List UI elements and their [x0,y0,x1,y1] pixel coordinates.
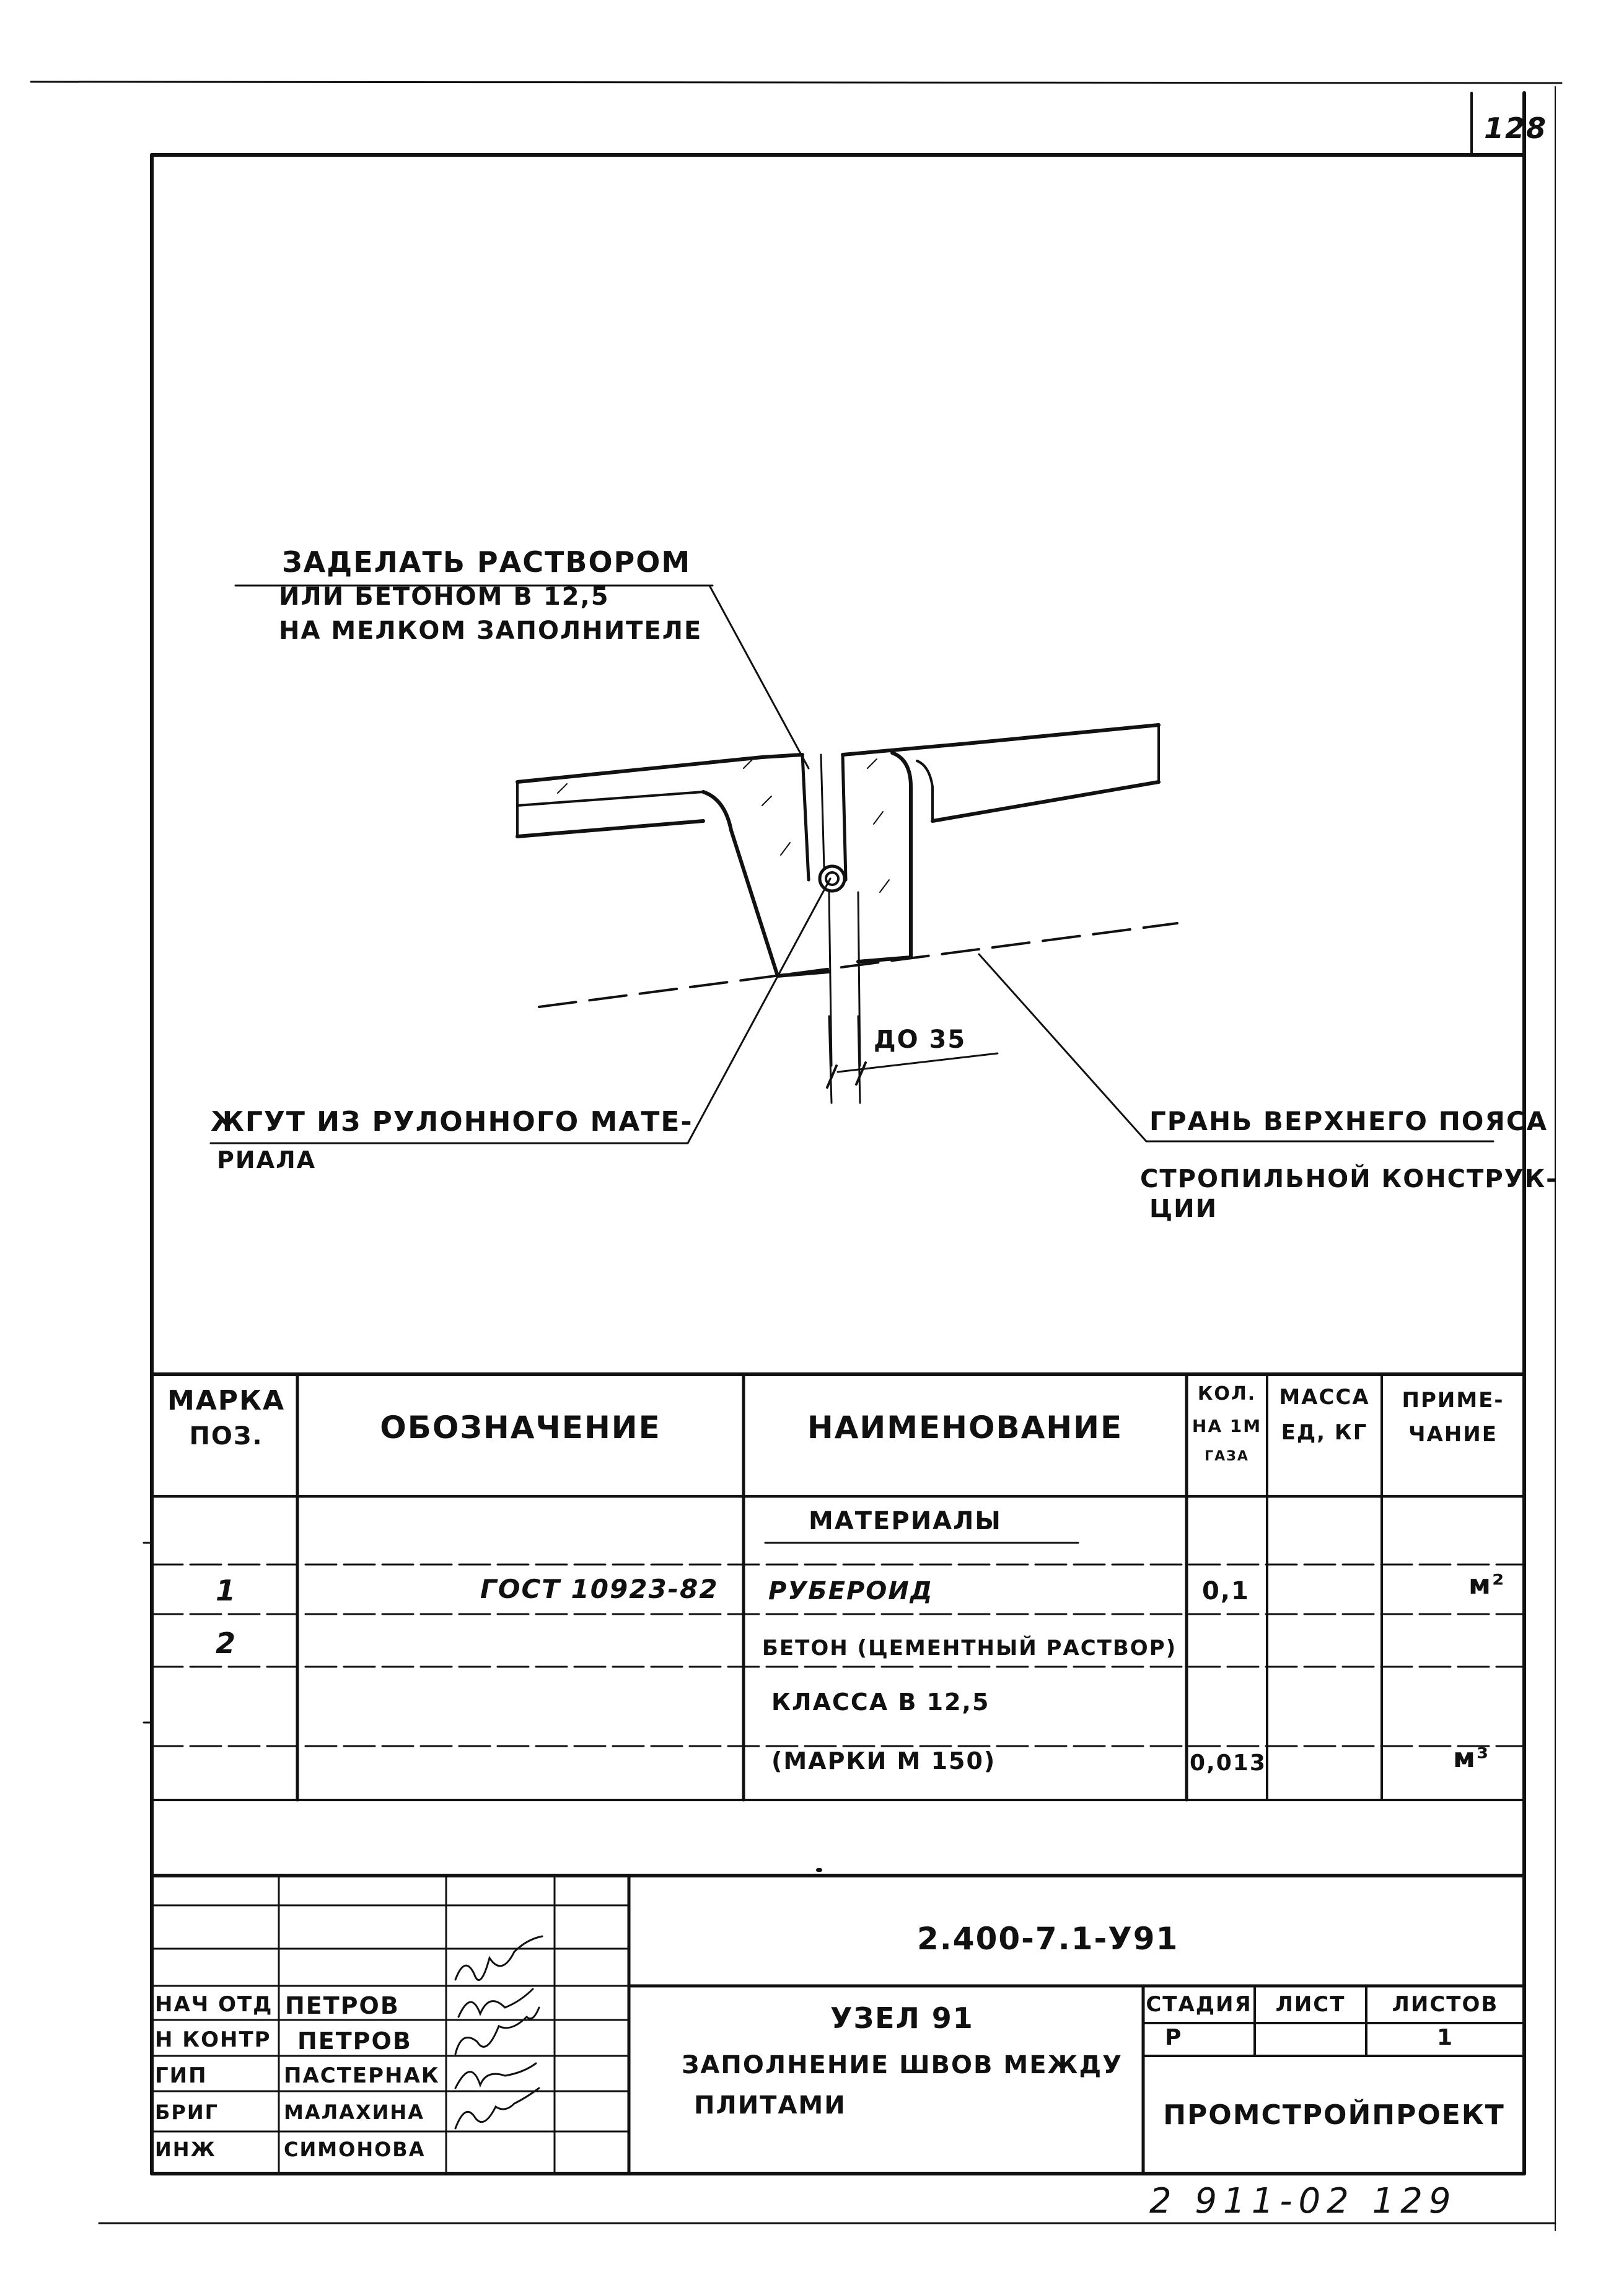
sheets-label: ЛИСТОВ [1392,1992,1499,2017]
note-fill-line1: ЗАДЕЛАТЬ РАСТВОРОМ [282,545,691,579]
row4-qty: 0,013 [1190,1750,1266,1776]
header-mass-line1: МАССА [1279,1385,1370,1410]
header-name: НАИМЕНОВАНИЕ [807,1410,1123,1446]
person5-name: СИМОНОВА [284,2138,426,2161]
row1-mark: 1 [215,1574,237,1607]
person4-name: МАЛАХИНА [284,2100,424,2124]
header-qty-line3: ГАЗА [1205,1449,1249,1464]
note-tow-line2: РИАЛА [217,1146,317,1174]
sheet-label: ЛИСТ [1275,1992,1346,2017]
header-mark-line2: ПОЗ. [189,1422,263,1451]
person2-role: Н КОНТР [155,2027,271,2052]
header-note-line1: ПРИМЕ- [1402,1388,1504,1413]
page-number: 128 [1484,112,1548,145]
leader-lines [209,584,1495,1144]
section-title-materials: МАТЕРИАЛЫ [809,1507,1002,1535]
row3-name: КЛАССА В 12,5 [771,1688,990,1716]
stage-label: СТАДИЯ [1146,1992,1252,2017]
trim-line-top [30,81,1563,84]
document-code: 2.400-7.1-У91 [917,1921,1179,1957]
header-note-line2: ЧАНИЕ [1408,1422,1498,1447]
row1-qty: 0,1 [1202,1577,1250,1605]
header-mark-line1: МАРКА [167,1385,286,1416]
header-designation: ОБОЗНАЧЕНИЕ [380,1410,661,1446]
note-chord-line2: СТРОПИЛЬНОЙ КОНСТРУК- [1140,1165,1558,1193]
header-qty-line2: НА 1М [1192,1416,1262,1436]
header-mass-line2: ЕД, КГ [1281,1420,1368,1445]
person1-name: ПЕТРОВ [285,1992,400,2019]
row4-name: (МАРКИ М 150) [771,1747,996,1775]
gap-dimension-label: ДО 35 [874,1025,967,1054]
sheets-value: 1 [1436,2025,1454,2050]
header-qty-line1: КОЛ. [1197,1383,1257,1405]
spec-table-grid [143,1372,1526,1802]
person1-role: НАЧ ОТД [155,1992,273,2017]
person4-role: БРИГ [155,2100,219,2124]
stage-value: Р [1165,2025,1183,2050]
person2-name: ПЕТРОВ [297,2027,412,2055]
person3-role: ГИП [155,2063,208,2088]
person5-role: ИНЖ [155,2138,216,2161]
signature-scribbles [454,1935,543,2130]
person3-name: ПАСТЕРНАК [284,2063,440,2088]
row1-name: РУБЕРОИД [768,1577,934,1605]
drawing-title-line1: УЗЕЛ 91 [830,2001,974,2035]
note-chord-line3: ЦИИ [1149,1195,1218,1223]
joint-section-drawing [516,723,1178,1104]
row2-name: БЕТОН (ЦЕМЕНТНЫЙ РАСТВОР) [762,1636,1177,1661]
row2-mark: 2 [215,1626,237,1660]
title-block-grid [150,1868,1526,2175]
row1-unit: м² [1468,1569,1506,1600]
drawing-title-line3: ПЛИТАМИ [694,2091,846,2120]
inventory-code: 2 911-02 129 [1149,2181,1457,2221]
organization-name: ПРОМСТРОЙПРОЕКТ [1163,2099,1505,2131]
note-fill-line2: ИЛИ БЕТОНОМ В 12,5 [279,582,610,611]
note-chord-line1: ГРАНЬ ВЕРХНЕГО ПОЯСА [1149,1106,1548,1136]
note-tow-line1: ЖГУТ ИЗ РУЛОННОГО МАТЕ- [211,1106,693,1138]
note-fill-line3: НА МЕЛКОМ ЗАПОЛНИТЕЛЕ [279,617,703,645]
drawing-title-line2: ЗАПОЛНЕНИЕ ШВОВ МЕЖДУ [682,2051,1123,2079]
row1-designation: ГОСТ 10923-82 [480,1574,719,1604]
row4-unit: м³ [1453,1742,1490,1774]
